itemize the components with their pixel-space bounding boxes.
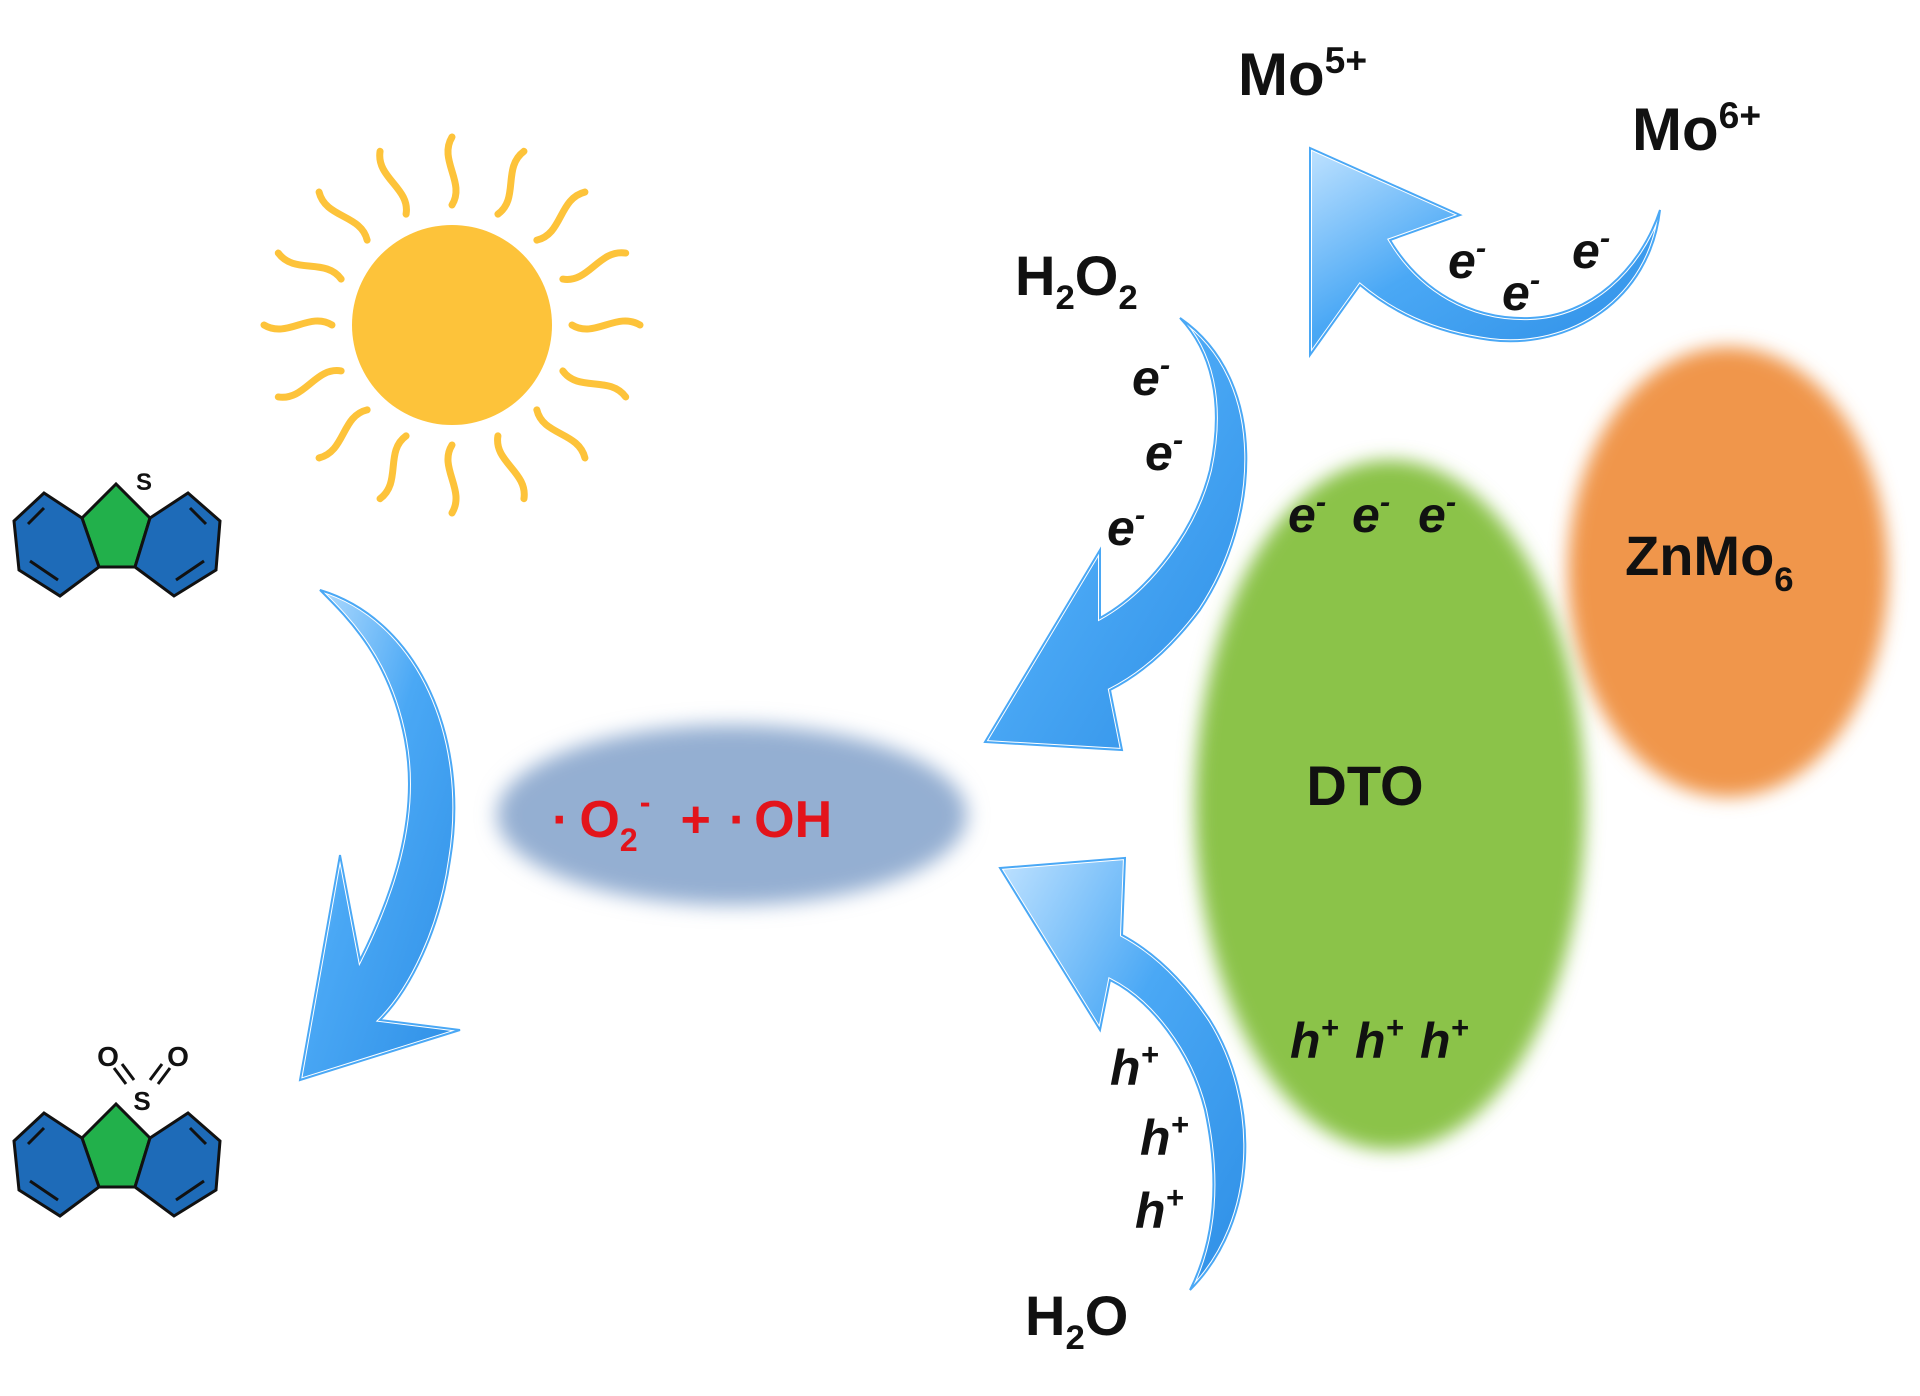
electron-label: e- bbox=[1572, 220, 1610, 279]
sun-ray bbox=[315, 188, 371, 244]
hole-label: h+ bbox=[1110, 1037, 1159, 1096]
mo5-label: Mo5+ bbox=[1238, 39, 1367, 108]
dto-label: DTO bbox=[1306, 754, 1423, 817]
oxygen-label-left: O bbox=[97, 1041, 119, 1072]
znmo-particle bbox=[1568, 347, 1888, 797]
sulfur-label: S bbox=[136, 469, 152, 496]
electron-label: e- bbox=[1107, 497, 1145, 556]
sun-ray bbox=[533, 406, 589, 462]
sun-ray bbox=[559, 249, 630, 283]
mo6-label: Mo6+ bbox=[1632, 94, 1761, 163]
curved-arrow-mo bbox=[1308, 144, 1662, 362]
sun-ray bbox=[559, 367, 630, 401]
sun-icon bbox=[260, 133, 644, 517]
sun-ray bbox=[533, 188, 589, 244]
sun-ray bbox=[568, 317, 644, 333]
sun-ray bbox=[444, 133, 460, 209]
h2o2-label: H2O2 bbox=[1015, 244, 1138, 317]
curved-arrow-h2o2 bbox=[981, 316, 1249, 753]
hole-label: h+ bbox=[1140, 1107, 1189, 1166]
electron-label: e- bbox=[1418, 484, 1456, 543]
sun-ray bbox=[274, 249, 345, 283]
charge-carriers: e-e-e-e-e-e-e-e-e-h+ h+ h+ h+ h+ h+ bbox=[1107, 220, 1610, 1239]
dibenzothiophene-molecule: S bbox=[12, 469, 222, 598]
sun-disc bbox=[352, 225, 552, 425]
electron-label: e- bbox=[1145, 422, 1183, 481]
h2o-label: H2O bbox=[1025, 1284, 1128, 1357]
dibenzothiophene-sulfone-molecule: S O O bbox=[12, 1041, 222, 1218]
sun-ray bbox=[376, 432, 410, 503]
electron-label: e- bbox=[1502, 262, 1540, 321]
oxygen-label-right: O bbox=[167, 1041, 189, 1072]
dto-particle bbox=[1195, 460, 1585, 1150]
znmo-label: ZnMo6 bbox=[1625, 524, 1794, 599]
sun-ray bbox=[274, 367, 345, 401]
hole-label: h+ bbox=[1135, 1180, 1184, 1239]
electron-label: e- bbox=[1132, 347, 1170, 406]
hole-label: h+ bbox=[1420, 1010, 1469, 1069]
sulfur-label: S bbox=[133, 1086, 150, 1116]
radical-ellipse bbox=[497, 725, 967, 905]
hole-label: h+ bbox=[1355, 1010, 1404, 1069]
sun-ray bbox=[260, 317, 336, 333]
sun-ray bbox=[494, 432, 528, 503]
hole-label: h+ bbox=[1290, 1010, 1339, 1069]
electron-label: e- bbox=[1352, 484, 1390, 543]
curved-arrow-h2o bbox=[996, 855, 1248, 1292]
electron-label: e- bbox=[1288, 484, 1326, 543]
sun-ray bbox=[494, 147, 528, 218]
sun-ray bbox=[444, 441, 460, 517]
radical-label: ·O2-+·OH bbox=[552, 784, 832, 858]
sun-ray bbox=[376, 147, 410, 218]
electron-label: e- bbox=[1448, 230, 1486, 289]
sun-ray bbox=[315, 406, 371, 462]
curved-arrow-left bbox=[297, 588, 461, 1083]
